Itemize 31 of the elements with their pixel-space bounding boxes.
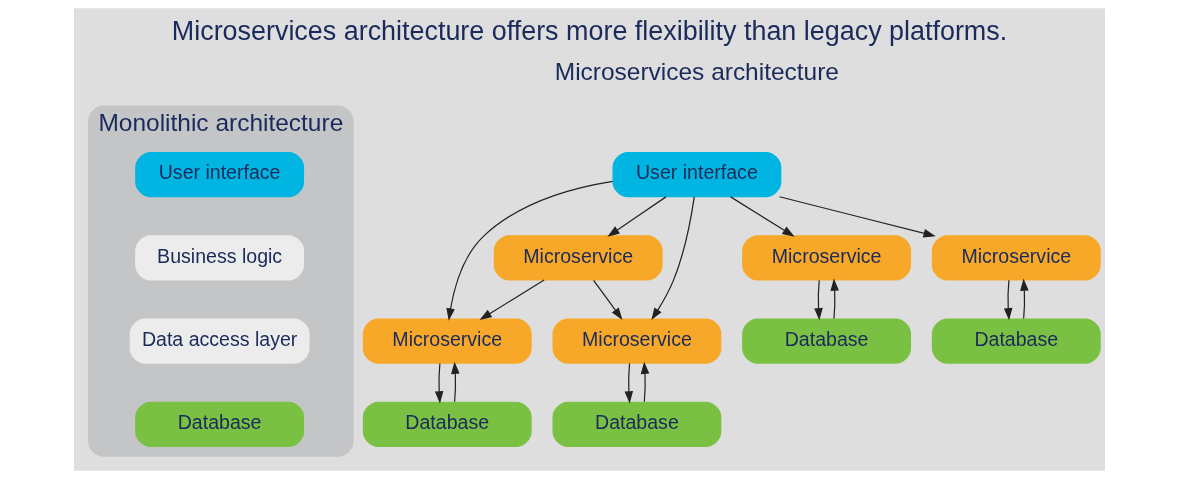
arrow xyxy=(640,361,650,403)
arrow xyxy=(814,279,823,321)
node-box: Database xyxy=(742,318,912,364)
arrow xyxy=(730,196,795,237)
node-box: Microservice xyxy=(362,318,532,364)
node-box: Microservice xyxy=(552,318,722,364)
arrow xyxy=(451,361,460,403)
arrow xyxy=(830,278,839,320)
node-box: Microservice xyxy=(931,235,1101,281)
arrow xyxy=(778,196,936,238)
arrow xyxy=(479,279,545,320)
node-box: Database xyxy=(135,401,305,447)
arrow xyxy=(651,196,695,321)
arrow xyxy=(1020,278,1029,320)
arrow xyxy=(434,362,444,404)
node-box: User interface xyxy=(135,152,305,198)
node-box: Microservice xyxy=(493,235,663,281)
diagram-title: Microservices architecture offers more flexibility than legacy platforms. xyxy=(171,15,1008,46)
node-box: Data access layer xyxy=(129,318,310,364)
node-box: User interface xyxy=(612,152,782,198)
node-box: Database xyxy=(552,401,722,447)
label: Microservices architecture xyxy=(554,58,839,86)
arrow xyxy=(1003,279,1013,321)
node-box: Database xyxy=(931,318,1101,364)
arrow xyxy=(446,180,614,321)
arrow xyxy=(593,279,623,320)
node-box: Database xyxy=(362,401,532,447)
node-box: Business logic xyxy=(135,235,305,281)
node-box: Microservice xyxy=(742,235,912,281)
arrow xyxy=(624,362,634,404)
arrow xyxy=(607,196,667,237)
